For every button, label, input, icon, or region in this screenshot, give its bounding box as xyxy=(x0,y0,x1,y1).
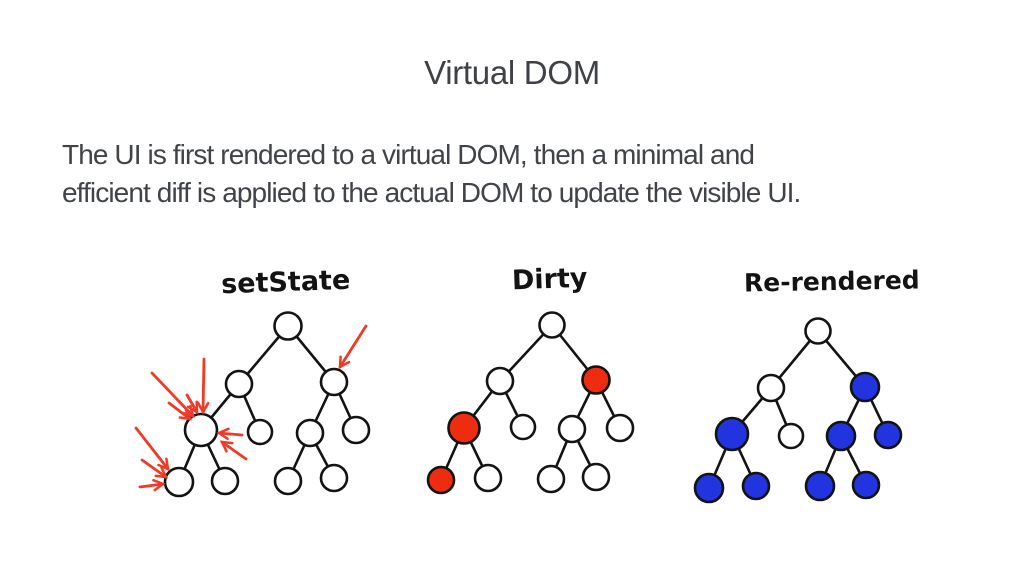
tree-node-white xyxy=(804,317,832,345)
tree-node-white xyxy=(273,311,303,341)
tree-node-white xyxy=(341,415,371,445)
tree-node-white xyxy=(485,366,515,396)
tree-label-rerendered: Re-rendered xyxy=(744,265,920,297)
body-line-2: efficient diff is applied to the actual … xyxy=(62,177,801,208)
body-line-1: The UI is first rendered to a virtual DO… xyxy=(62,139,755,170)
tree-node-white xyxy=(246,418,274,446)
tree-node-white xyxy=(273,466,303,496)
tree-node-white xyxy=(210,466,240,496)
slide-body-text: The UI is first rendered to a virtual DO… xyxy=(62,136,972,212)
tree-node-white xyxy=(224,369,254,399)
tree-node-white xyxy=(605,413,635,443)
tree-node-blue xyxy=(851,470,881,500)
tree-node-blue xyxy=(741,471,771,501)
annotation-arrow xyxy=(338,324,368,370)
annotation-arrow xyxy=(140,458,169,479)
tree-rerendered: Re-rendered xyxy=(693,265,920,504)
tree-node-white xyxy=(163,466,195,498)
annotation-arrow xyxy=(219,440,248,461)
tree-node-white xyxy=(473,463,503,493)
tree-node-blue xyxy=(804,470,836,502)
tree-node-red xyxy=(426,465,456,495)
annotation-arrow xyxy=(167,401,193,421)
tree-node-blue xyxy=(825,420,857,452)
annotation-arrow xyxy=(138,478,166,492)
tree-setstate: setState xyxy=(134,265,371,498)
tree-node-white xyxy=(581,462,611,492)
tree-node-white xyxy=(319,463,349,493)
tree-label-dirty: Dirty xyxy=(511,263,588,297)
page-title: Virtual DOM xyxy=(424,54,600,91)
annotation-arrow xyxy=(216,427,244,441)
tree-node-blue xyxy=(849,371,881,403)
tree-node-blue xyxy=(693,472,725,504)
tree-node-white xyxy=(538,311,566,339)
tree-node-white xyxy=(295,418,325,448)
annotation-arrow xyxy=(196,357,210,415)
tree-node-white xyxy=(509,413,537,441)
tree-dirty: Dirty xyxy=(426,263,635,495)
tree-node-blue xyxy=(873,420,903,450)
tree-node-red xyxy=(447,411,481,445)
annotation-arrow xyxy=(185,393,199,415)
tree-node-white xyxy=(777,422,805,450)
tree-node-red xyxy=(581,365,611,395)
tree-node-blue xyxy=(714,416,750,452)
tree-label-setstate: setState xyxy=(221,265,351,300)
tree-node-white xyxy=(756,373,786,403)
tree-node-white xyxy=(557,414,587,444)
annotation-arrow xyxy=(134,426,170,472)
tree-node-white xyxy=(536,464,566,494)
tree-node-white xyxy=(319,367,349,397)
